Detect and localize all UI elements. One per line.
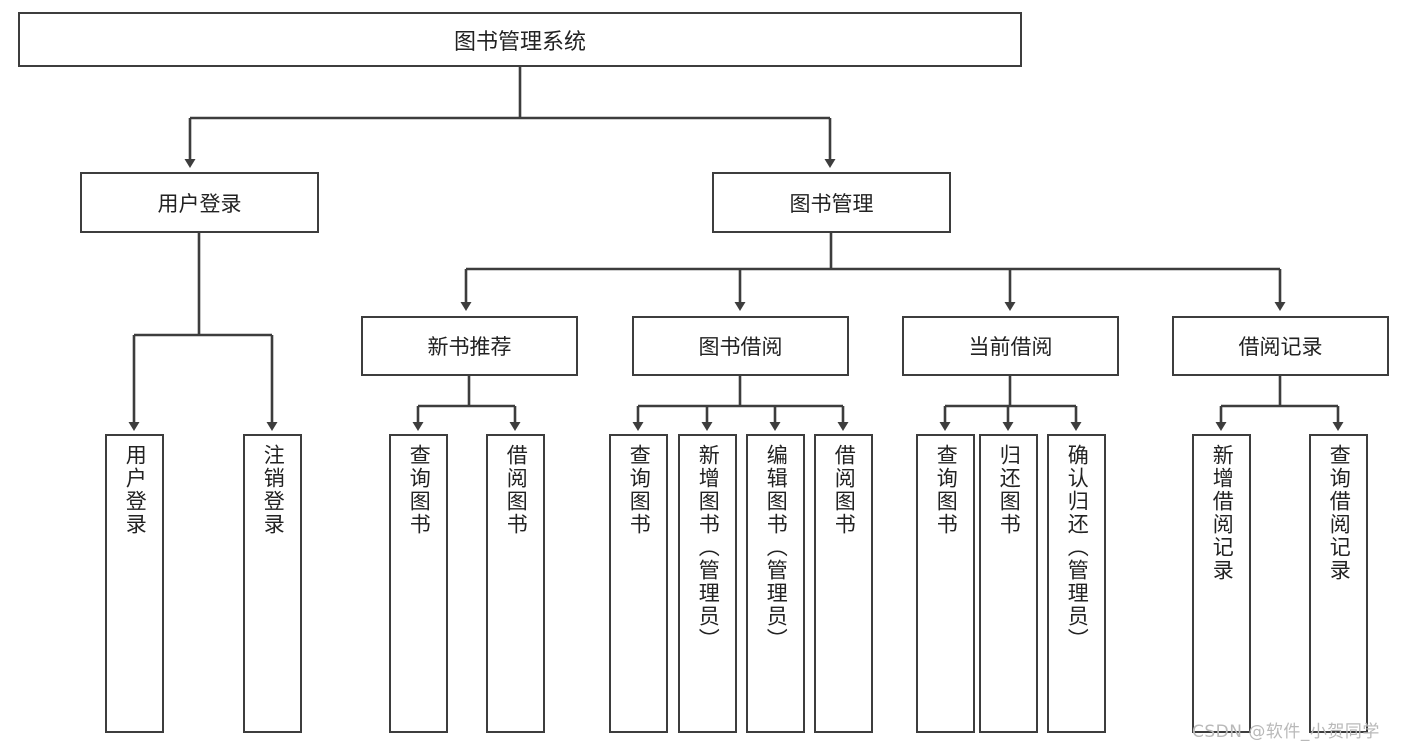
node-book-borrow-label: 图书借阅: [698, 335, 783, 359]
node-new-book-rec-label: 新书推荐: [427, 335, 512, 359]
leaf-add-record[interactable]: 新增借阅记录: [1192, 434, 1251, 733]
leaf-return-book[interactable]: 归还图书: [979, 434, 1038, 733]
leaf-add-record-label: 新增借阅记录: [1210, 444, 1235, 582]
leaf-logout-label: 注销登录: [261, 444, 286, 536]
leaf-query-book-1-label: 查询图书: [407, 444, 432, 536]
node-book-manage[interactable]: 图书管理: [712, 172, 951, 233]
node-root-label: 图书管理系统: [453, 29, 586, 55]
leaf-borrow-book-2[interactable]: 借阅图书: [814, 434, 873, 733]
node-root[interactable]: 图书管理系统: [18, 12, 1022, 67]
leaf-edit-book-label: 编辑图书（管理员）: [764, 444, 789, 651]
node-borrow-record-label: 借阅记录: [1238, 335, 1323, 359]
node-borrow-record[interactable]: 借阅记录: [1172, 316, 1389, 376]
leaf-borrow-book-1[interactable]: 借阅图书: [486, 434, 545, 733]
leaf-user-login[interactable]: 用户登录: [105, 434, 164, 733]
leaf-borrow-book-2-label: 借阅图书: [832, 444, 857, 536]
node-book-manage-label: 图书管理: [789, 191, 874, 216]
leaf-query-record-label: 查询借阅记录: [1327, 444, 1352, 582]
watermark: CSDN @软件_小贺同学: [1192, 722, 1380, 742]
leaf-edit-book[interactable]: 编辑图书（管理员）: [746, 434, 805, 733]
leaf-query-book-3[interactable]: 查询图书: [916, 434, 975, 733]
node-new-book-rec[interactable]: 新书推荐: [361, 316, 578, 376]
node-current-borrow[interactable]: 当前借阅: [902, 316, 1119, 376]
leaf-query-book-2[interactable]: 查询图书: [609, 434, 668, 733]
node-book-borrow[interactable]: 图书借阅: [632, 316, 849, 376]
leaf-confirm-return[interactable]: 确认归还（管理员）: [1047, 434, 1106, 733]
leaf-query-book-1[interactable]: 查询图书: [389, 434, 448, 733]
node-user-login[interactable]: 用户登录: [80, 172, 319, 233]
leaf-confirm-return-label: 确认归还（管理员）: [1065, 444, 1090, 651]
node-user-login-label: 用户登录: [157, 191, 242, 216]
leaf-borrow-book-1-label: 借阅图书: [504, 444, 529, 536]
node-current-borrow-label: 当前借阅: [968, 335, 1053, 359]
leaf-user-login-label: 用户登录: [123, 444, 148, 536]
leaf-query-book-2-label: 查询图书: [627, 444, 652, 536]
leaf-query-record[interactable]: 查询借阅记录: [1309, 434, 1368, 733]
leaf-add-book[interactable]: 新增图书（管理员）: [678, 434, 737, 733]
leaf-query-book-3-label: 查询图书: [934, 444, 959, 536]
leaf-logout[interactable]: 注销登录: [243, 434, 302, 733]
leaf-add-book-label: 新增图书（管理员）: [696, 444, 721, 651]
leaf-return-book-label: 归还图书: [997, 444, 1022, 536]
